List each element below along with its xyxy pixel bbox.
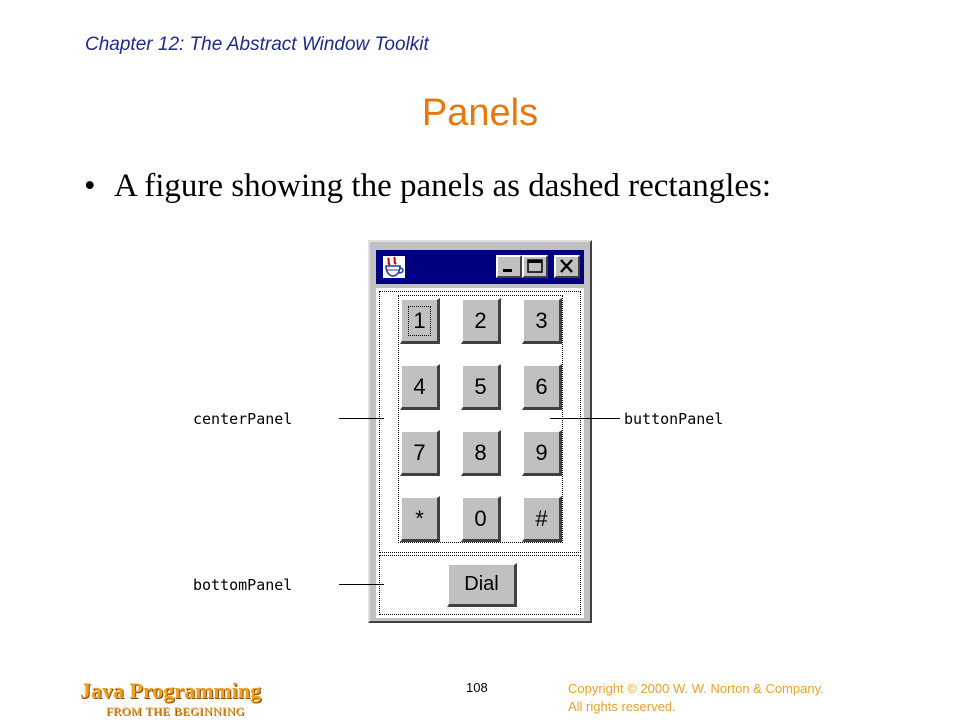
key-0-button[interactable]: 0 <box>461 496 501 542</box>
maximize-button[interactable] <box>522 255 548 278</box>
center-panel-leader-line <box>339 418 384 419</box>
awt-frame-window: 1 2 3 4 5 6 7 8 9 * 0 # Dial <box>368 240 592 623</box>
key-5-button[interactable]: 5 <box>461 364 501 410</box>
key-1-button[interactable]: 1 <box>400 298 440 344</box>
button-panel-outline <box>398 295 563 543</box>
key-2-button[interactable]: 2 <box>461 298 501 344</box>
minimize-button[interactable] <box>496 255 522 278</box>
key-4-button[interactable]: 4 <box>400 364 440 410</box>
maximize-icon <box>527 259 543 273</box>
button-panel-leader-line <box>550 418 620 419</box>
footer-brand-subtitle: FROM THE BEGINNING <box>106 704 245 718</box>
window-client-area: 1 2 3 4 5 6 7 8 9 * 0 # Dial <box>376 288 584 618</box>
key-6-button[interactable]: 6 <box>522 364 562 410</box>
key-9-button[interactable]: 9 <box>522 430 562 476</box>
key-star-button[interactable]: * <box>400 496 440 542</box>
bullet-dot: • <box>84 168 96 204</box>
key-3-button[interactable]: 3 <box>522 298 562 344</box>
page-number: 108 <box>466 680 488 695</box>
minimize-icon <box>503 269 512 272</box>
close-icon <box>560 259 573 273</box>
bottom-panel-leader-line <box>339 584 384 585</box>
java-cup-icon <box>383 256 405 278</box>
slide-title: Panels <box>421 92 539 134</box>
button-panel-label: buttonPanel <box>624 410 724 428</box>
window-titlebar[interactable] <box>376 250 584 284</box>
copyright-notice: Copyright © 2000 W. W. Norton & Company.… <box>568 680 898 716</box>
key-hash-button[interactable]: # <box>522 496 562 542</box>
dial-button[interactable]: Dial <box>447 563 517 607</box>
bullet-point: • A figure showing the panels as dashed r… <box>84 168 771 205</box>
close-button[interactable] <box>554 255 580 278</box>
copyright-line-1: Copyright © 2000 W. W. Norton & Company. <box>568 681 824 696</box>
key-8-button[interactable]: 8 <box>461 430 501 476</box>
copyright-line-2: All rights reserved. <box>568 699 676 714</box>
bullet-text: A figure showing the panels as dashed re… <box>114 168 772 204</box>
bottom-panel-label: bottomPanel <box>193 576 293 594</box>
chapter-header: Chapter 12: The Abstract Window Toolkit <box>85 34 429 55</box>
center-panel-label: centerPanel <box>193 410 293 428</box>
bottom-panel-outline <box>379 555 581 615</box>
center-panel-outline <box>379 291 581 553</box>
footer-brand-logo: Java Programming <box>80 678 262 703</box>
key-7-button[interactable]: 7 <box>400 430 440 476</box>
